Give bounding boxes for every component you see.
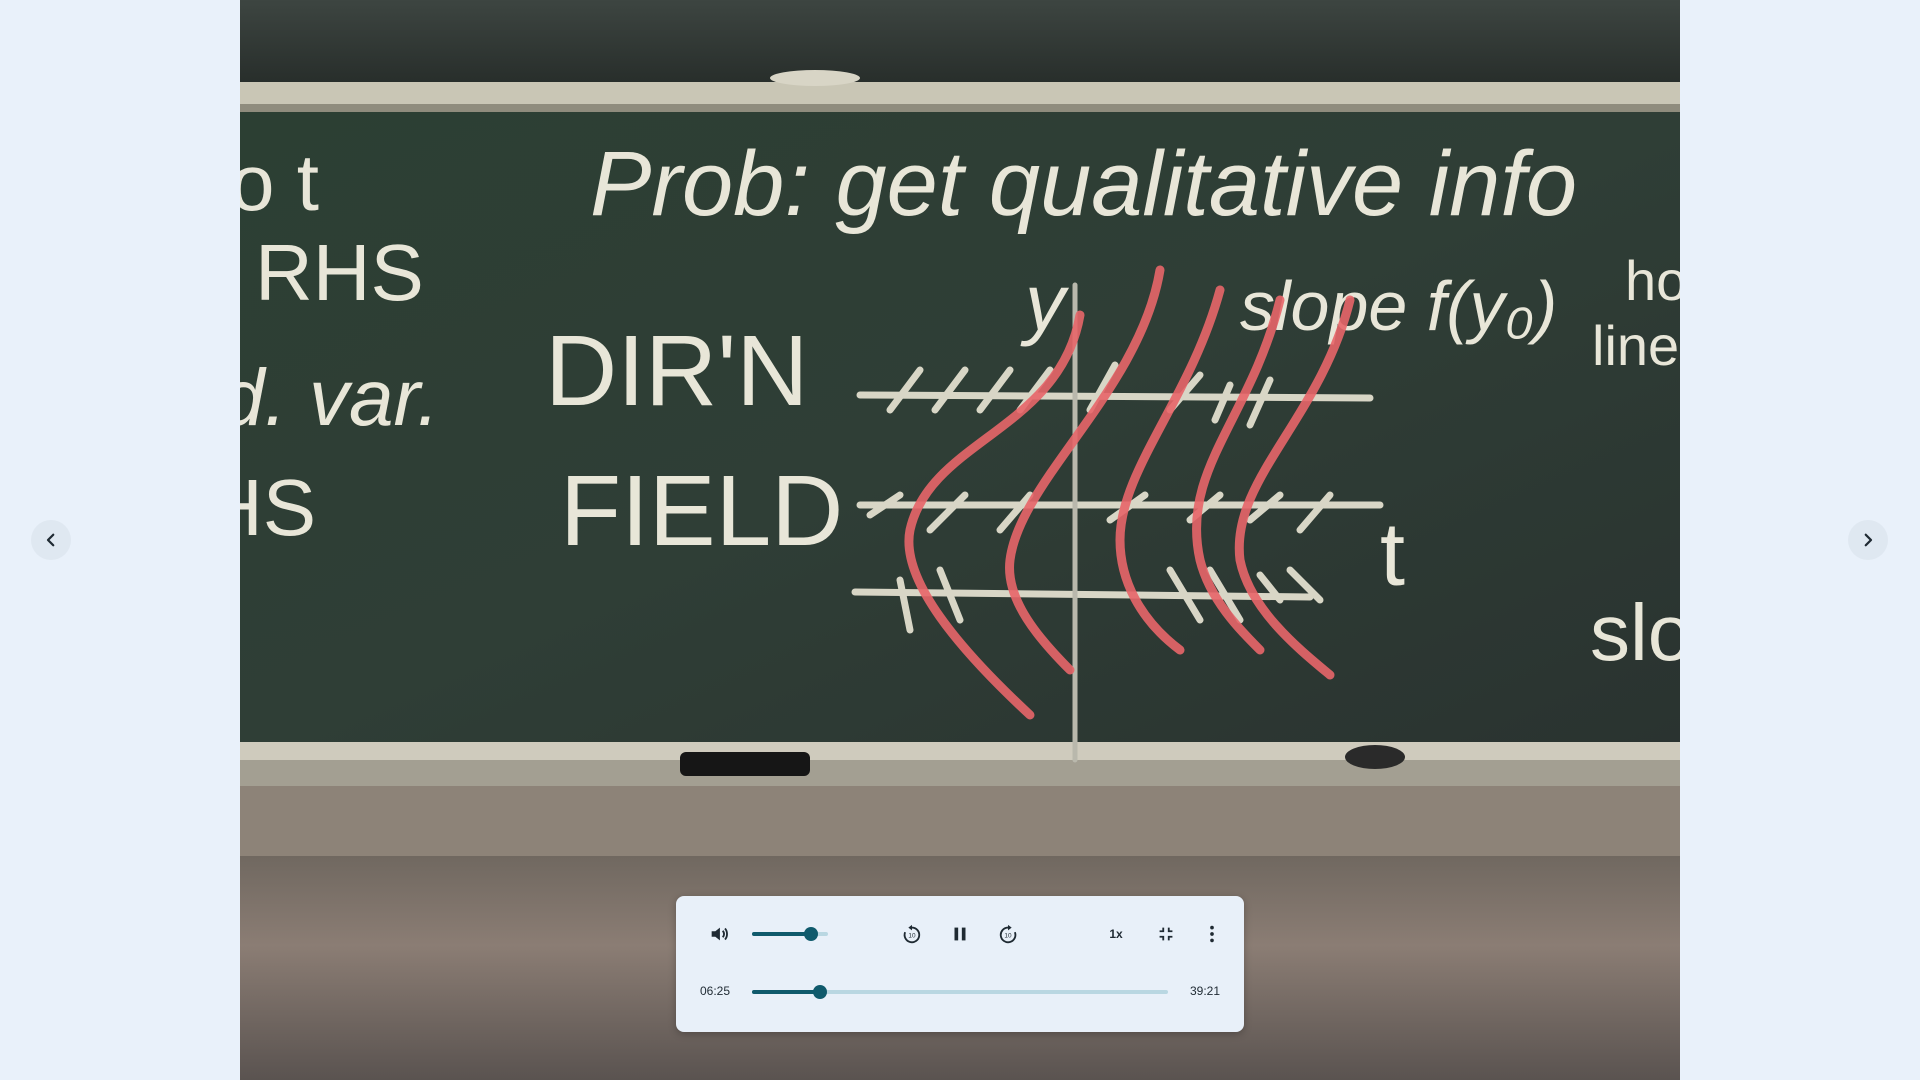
board-text-t: t <box>1380 505 1405 605</box>
board-text-y: y <box>1020 258 1070 347</box>
forward-10-icon: 10 <box>999 924 1017 944</box>
volume-slider-thumb[interactable] <box>804 927 819 941</box>
board-fragment-4: HS <box>240 463 316 552</box>
board-text-dir: DIR'N <box>545 315 809 427</box>
volume-button[interactable] <box>703 918 735 950</box>
more-vertical-icon <box>1210 925 1214 943</box>
board-text-slope: slope f(y₀) <box>1240 267 1557 345</box>
video-image: Prob: get qualitative info DIR'N FIELD s… <box>240 0 1680 1080</box>
progress-slider-thumb[interactable] <box>812 985 827 999</box>
forward-10-button[interactable]: 10 <box>992 918 1024 950</box>
rewind-10-button[interactable]: 10 <box>896 918 928 950</box>
exit-fullscreen-icon <box>1159 927 1173 941</box>
svg-text:10: 10 <box>1004 933 1012 940</box>
pause-button[interactable] <box>944 918 976 950</box>
chevron-left-icon <box>46 533 55 547</box>
player-controls: 10 10 1x 06:25 39:21 <box>676 896 1244 1032</box>
board-text-line1: Prob: get qualitative info <box>590 133 1577 235</box>
volume-slider[interactable] <box>752 927 828 941</box>
direction-field-lines <box>851 282 1384 763</box>
volume-icon <box>711 927 728 941</box>
board-fragment-7: slo <box>1590 588 1680 677</box>
board-fragment-2: RHS <box>255 228 424 317</box>
board-fragment-6: line <box>1592 314 1679 377</box>
solution-curves <box>904 265 1355 720</box>
playback-speed-button[interactable]: 1x <box>1109 927 1123 941</box>
board-fragment-5: ho <box>1625 249 1680 312</box>
previous-button[interactable] <box>31 520 71 560</box>
current-time: 06:25 <box>700 984 731 998</box>
duration: 39:21 <box>1190 984 1221 998</box>
svg-text:10: 10 <box>908 933 916 940</box>
more-options-button[interactable] <box>1196 918 1228 950</box>
exit-fullscreen-button[interactable] <box>1150 918 1182 950</box>
video-frame[interactable]: Prob: get qualitative info DIR'N FIELD s… <box>240 0 1680 1080</box>
board-text-field: FIELD <box>560 455 843 567</box>
board-fragment-3: d. var. <box>240 353 439 442</box>
chevron-right-icon <box>1864 533 1873 547</box>
volume-slider-fill <box>752 932 812 936</box>
next-button[interactable] <box>1848 520 1888 560</box>
board-fragment-1: o t <box>240 138 319 227</box>
rewind-10-icon: 10 <box>903 924 921 944</box>
progress-slider[interactable] <box>752 985 1168 999</box>
progress-slider-fill <box>752 990 820 994</box>
pause-icon <box>954 927 966 941</box>
